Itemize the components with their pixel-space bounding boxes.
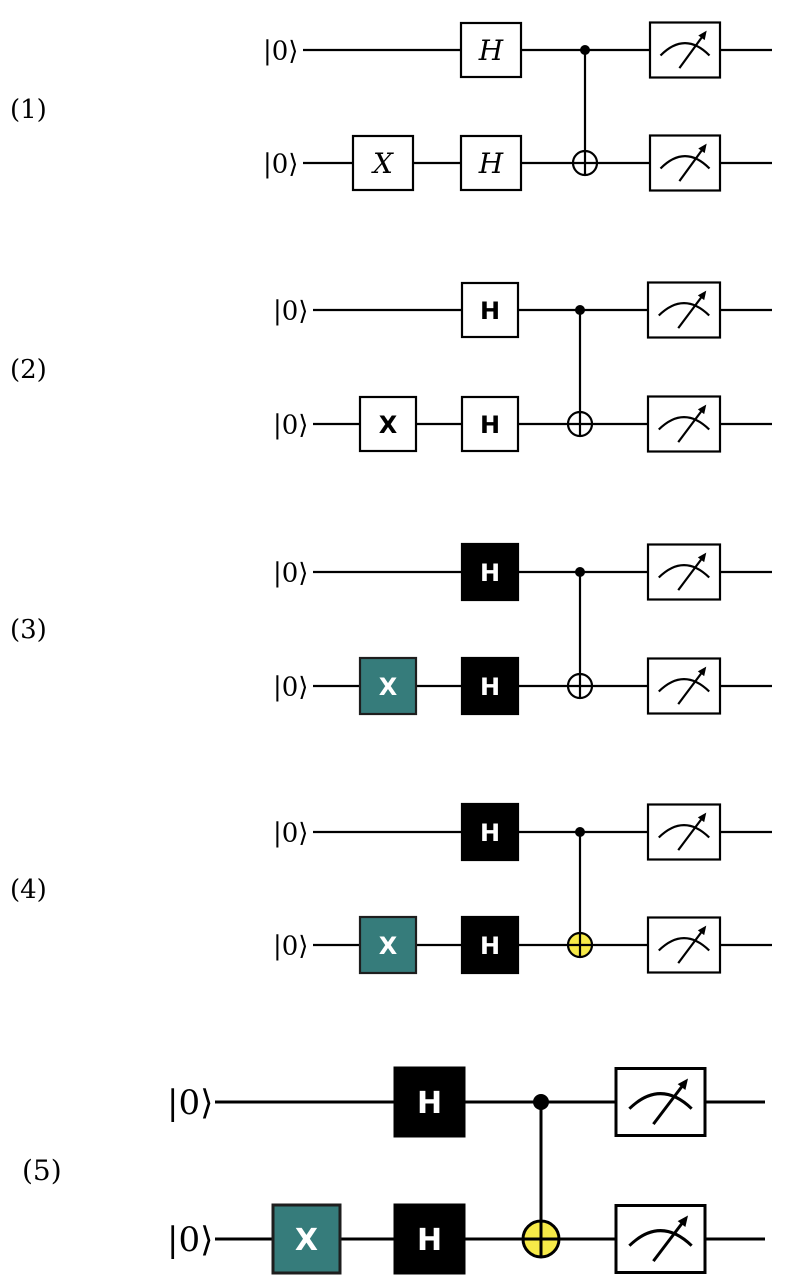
x-gate-box [271, 1203, 342, 1275]
measurement-box [614, 1204, 707, 1274]
cnot-control-dot [533, 1094, 549, 1110]
measurement-box [646, 916, 722, 974]
measurement-box [646, 803, 722, 861]
h-gate-box [459, 134, 523, 192]
h-gate-label: H [480, 297, 500, 325]
x-gate-label: X [379, 932, 398, 960]
meter-needle-icon [677, 927, 706, 964]
cnot-control-dot [575, 305, 585, 315]
meter-needle-icon [677, 554, 706, 591]
meter-arc-icon [658, 564, 710, 579]
measurement-box [648, 21, 722, 79]
meter-arrowhead-icon [677, 1078, 689, 1090]
x-gate-box [358, 395, 418, 453]
x-gate-label: X [371, 147, 394, 180]
measurement-box [646, 657, 722, 715]
meter-arrowhead-icon [677, 1215, 689, 1227]
ket-zero-label: |0⟩ [263, 149, 298, 179]
measurement-box [646, 281, 722, 339]
ket-zero-label: |0⟩ [273, 296, 308, 326]
circuit-label: (1) [10, 95, 47, 125]
meter-arc-icon [659, 155, 711, 170]
h-gate-box [460, 395, 520, 453]
h-gate-box [460, 802, 520, 862]
meter-arc-icon [658, 937, 710, 952]
measurement-box [646, 543, 722, 601]
x-gate-label: X [379, 673, 398, 701]
h-gate-label: H [480, 559, 500, 587]
h-gate-box [460, 656, 520, 716]
cnot-control-dot [575, 567, 585, 577]
h-gate-box [393, 1203, 466, 1275]
h-gate-box [459, 21, 523, 79]
meter-arrowhead-icon [698, 30, 707, 41]
meter-needle-icon [677, 668, 706, 705]
circuit-4: (4) |0⟩ |0⟩ H X H [10, 802, 772, 975]
meter-arc-icon [658, 302, 710, 317]
cnot-control-dot [580, 45, 590, 55]
meter-arrowhead-icon [697, 812, 707, 823]
circuit-label: (4) [10, 875, 47, 905]
h-gate-box [460, 281, 520, 339]
circuit-label: (5) [22, 1154, 62, 1187]
h-gate-label: H [417, 1086, 442, 1121]
h-gate-label: H [478, 34, 504, 67]
h-gate-label: H [480, 819, 500, 847]
meter-needle-icon [677, 406, 706, 443]
ket-zero-label: |0⟩ [263, 36, 298, 66]
h-gate-box [460, 915, 520, 975]
meter-needle-icon [678, 32, 706, 69]
ket-zero-label: |0⟩ [273, 558, 308, 588]
ket-zero-label: |0⟩ [273, 672, 308, 702]
meter-needle-icon [652, 1080, 687, 1126]
cnot-control-dot [575, 827, 585, 837]
meter-arc-icon [658, 824, 710, 839]
meter-arrowhead-icon [698, 143, 707, 154]
h-gate-box [460, 542, 520, 602]
x-gate-box [358, 656, 418, 716]
measurement-box [646, 395, 722, 453]
meter-needle-icon [678, 145, 706, 182]
meter-needle-icon [652, 1217, 687, 1263]
h-gate-label: H [480, 411, 500, 439]
circuit-label: (3) [10, 615, 47, 645]
h-gate-label: H [417, 1223, 442, 1258]
ket-zero-label: |0⟩ [273, 818, 308, 848]
meter-arrowhead-icon [697, 404, 707, 415]
measurement-box [648, 134, 722, 192]
meter-arc-icon [628, 1092, 693, 1110]
meter-arc-icon [659, 42, 711, 57]
meter-needle-icon [677, 292, 706, 329]
circuit-label: (2) [10, 355, 47, 385]
meter-arrowhead-icon [697, 666, 707, 677]
meter-arc-icon [628, 1229, 693, 1247]
x-gate-label: X [295, 1223, 318, 1258]
h-gate-label: H [480, 932, 500, 960]
circuit-5: (5) |0⟩ |0⟩ H X H [22, 1066, 765, 1275]
measurement-box [614, 1067, 707, 1137]
circuit-3: (3) |0⟩ |0⟩ H X H [10, 542, 772, 716]
ket-zero-label: |0⟩ [167, 1083, 213, 1123]
x-gate-box [358, 915, 418, 975]
x-gate-box [351, 134, 415, 192]
meter-arc-icon [658, 678, 710, 693]
h-gate-label: H [478, 147, 504, 180]
ket-zero-label: |0⟩ [167, 1220, 213, 1260]
meter-arrowhead-icon [697, 290, 707, 301]
h-gate-box [393, 1066, 466, 1138]
x-gate-label: X [379, 411, 398, 439]
ket-zero-label: |0⟩ [273, 931, 308, 961]
ket-zero-label: |0⟩ [273, 410, 308, 440]
meter-arc-icon [658, 416, 710, 431]
meter-needle-icon [677, 814, 706, 851]
meter-arrowhead-icon [697, 552, 707, 563]
h-gate-label: H [480, 673, 500, 701]
circuit-1: (1) |0⟩ |0⟩ H X H [10, 21, 772, 192]
circuit-2: (2) |0⟩ |0⟩ H X H [10, 281, 772, 453]
meter-arrowhead-icon [697, 925, 707, 936]
